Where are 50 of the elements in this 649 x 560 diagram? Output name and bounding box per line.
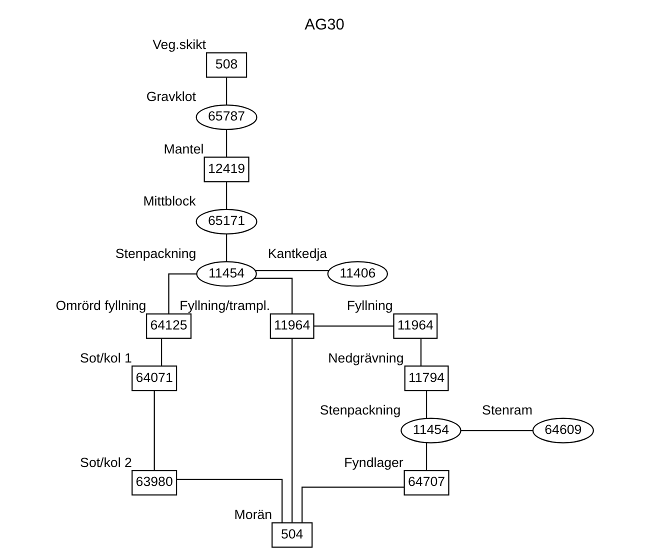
connector xyxy=(420,338,422,366)
connector xyxy=(460,430,533,432)
connector xyxy=(426,442,428,470)
node-box: 504 xyxy=(272,522,313,548)
node-box: 63980 xyxy=(132,470,178,496)
connector xyxy=(302,486,404,522)
connector xyxy=(160,338,162,366)
node-ellipse: 11406 xyxy=(327,261,388,287)
node-box: 64125 xyxy=(146,313,192,339)
node-label: Mittblock xyxy=(143,194,196,209)
connector xyxy=(292,338,293,522)
connector xyxy=(176,478,283,523)
node-label: Stenpackning xyxy=(115,246,196,261)
connector xyxy=(154,390,155,470)
connector xyxy=(168,273,197,314)
node-box: 11964 xyxy=(270,313,314,339)
node-label: Fyllning/trampl. xyxy=(180,298,270,314)
connector xyxy=(226,182,228,210)
node-box: 12419 xyxy=(204,156,250,182)
diagram-title: AG30 xyxy=(304,16,344,34)
node-label: Omrörd fyllning xyxy=(56,298,146,314)
node-label: Stenpackning xyxy=(320,402,401,418)
node-label: Stenram xyxy=(482,402,532,418)
node-ellipse: 64609 xyxy=(532,418,594,444)
node-ellipse: 11454 xyxy=(400,418,462,444)
connector xyxy=(226,130,228,157)
connector xyxy=(255,270,329,272)
node-label: Veg.skikt xyxy=(152,37,206,52)
node-box: 11964 xyxy=(393,313,438,339)
node-ellipse: 11454 xyxy=(196,261,257,287)
node-ellipse: 65787 xyxy=(196,104,258,130)
node-label: Fyllning xyxy=(346,298,393,314)
connector xyxy=(254,278,293,314)
connector xyxy=(314,326,394,327)
node-label: Gravklot xyxy=(146,89,196,104)
connector xyxy=(226,78,228,105)
connector xyxy=(226,234,228,262)
node-label: Kantkedja xyxy=(268,246,328,261)
connector xyxy=(426,390,428,418)
node-label: Mantel xyxy=(164,141,204,156)
node-box: 64707 xyxy=(404,470,450,496)
node-label: Morän xyxy=(234,506,272,522)
node-box: 64071 xyxy=(132,366,178,392)
node-label: Fyndlager xyxy=(344,454,404,470)
node-box: 11794 xyxy=(404,366,449,392)
node-label: Nedgrävning xyxy=(328,350,404,366)
node-label: Sot/kol 2 xyxy=(80,454,132,470)
node-label: Sot/kol 1 xyxy=(80,350,132,366)
node-ellipse: 65171 xyxy=(196,208,258,234)
node-box: 508 xyxy=(206,52,248,78)
